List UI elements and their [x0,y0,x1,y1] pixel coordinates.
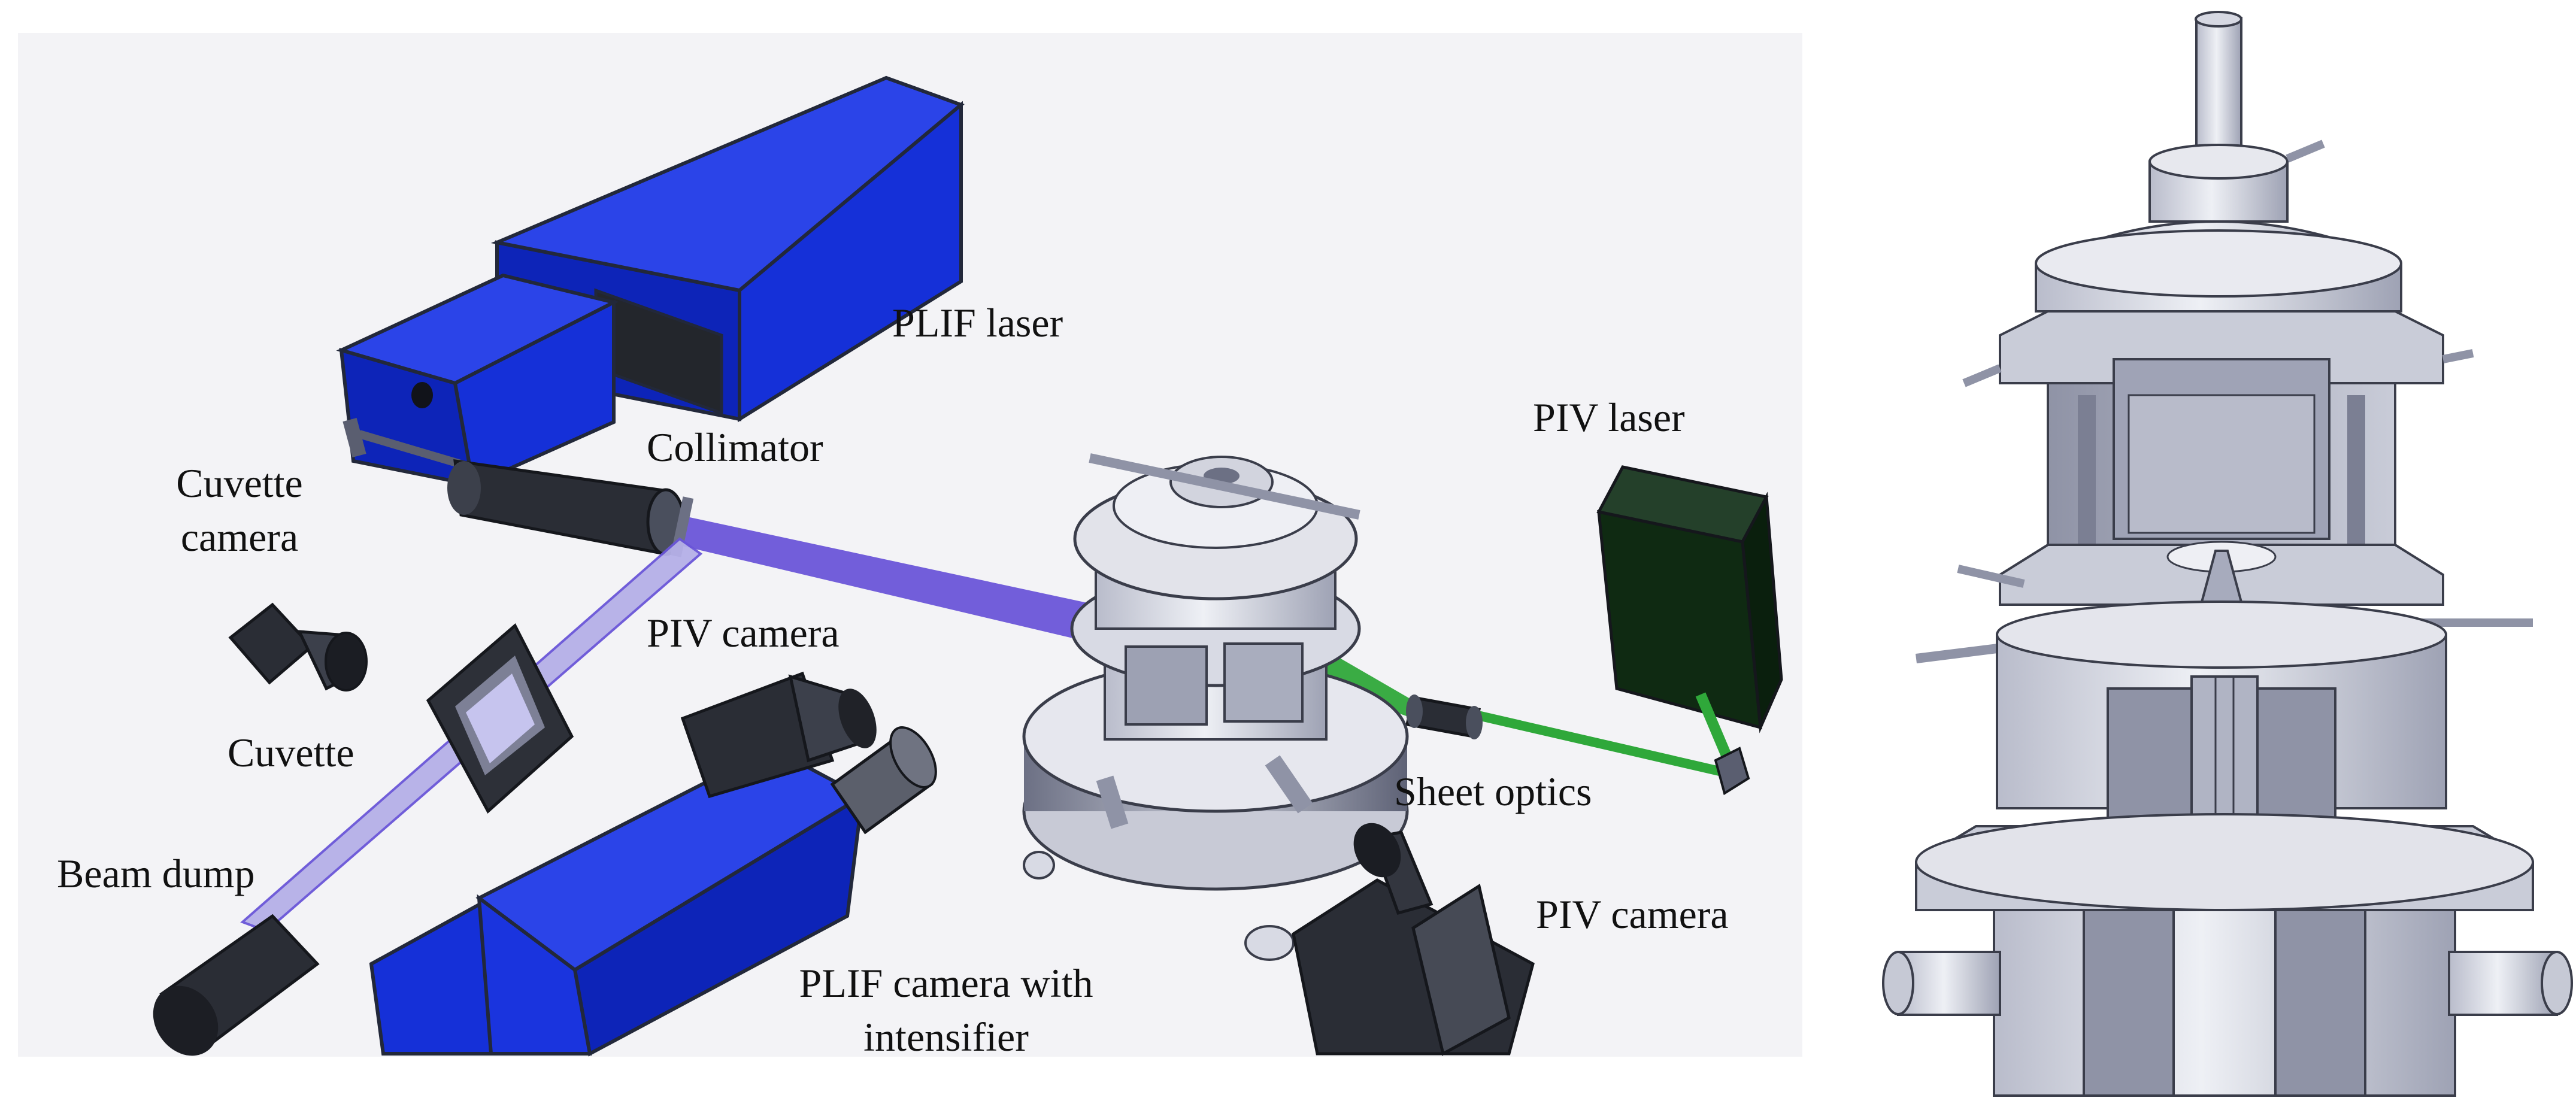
cuvette-holder [426,623,574,814]
label-beam-dump: Beam dump [57,851,255,896]
label-cuvette: Cuvette [228,730,354,775]
right-inlet-pipe [2448,951,2558,1016]
label-piv-camera-top: PIV camera [647,610,840,656]
label-plif-camera-line1: PLIF camera with [799,960,1093,1006]
label-sheet-optics: Sheet optics [1394,769,1592,814]
piv-camera-bottom [1292,823,1535,1056]
collimator [447,459,694,557]
setup-panel: PLIF laser Collimator Cuvette camera PIV… [18,33,1802,1060]
label-plif-camera-line2: intensifier [863,1014,1029,1060]
plif-laser-beam [665,512,1096,644]
label-piv-laser: PIV laser [1533,395,1685,440]
label-collimator: Collimator [647,424,823,470]
setup-labels: PLIF laser Collimator Cuvette camera PIV… [57,300,1729,1060]
label-piv-camera-bottom: PIV camera [1536,891,1729,937]
piv-laser-housing [1596,465,1783,733]
label-cuvette-camera-line2: camera [181,514,298,560]
burner-assembly [1022,453,1409,961]
beam-dump [153,914,320,1056]
sheet-optics [1405,694,1750,796]
cuvette-camera [228,602,368,692]
plif-camera [369,671,937,1057]
plif-laser-housing [336,75,965,488]
label-cuvette-camera-line1: Cuvette [176,460,303,506]
label-plif-laser: PLIF laser [892,300,1063,345]
burner-cutaway [1882,11,2573,1097]
